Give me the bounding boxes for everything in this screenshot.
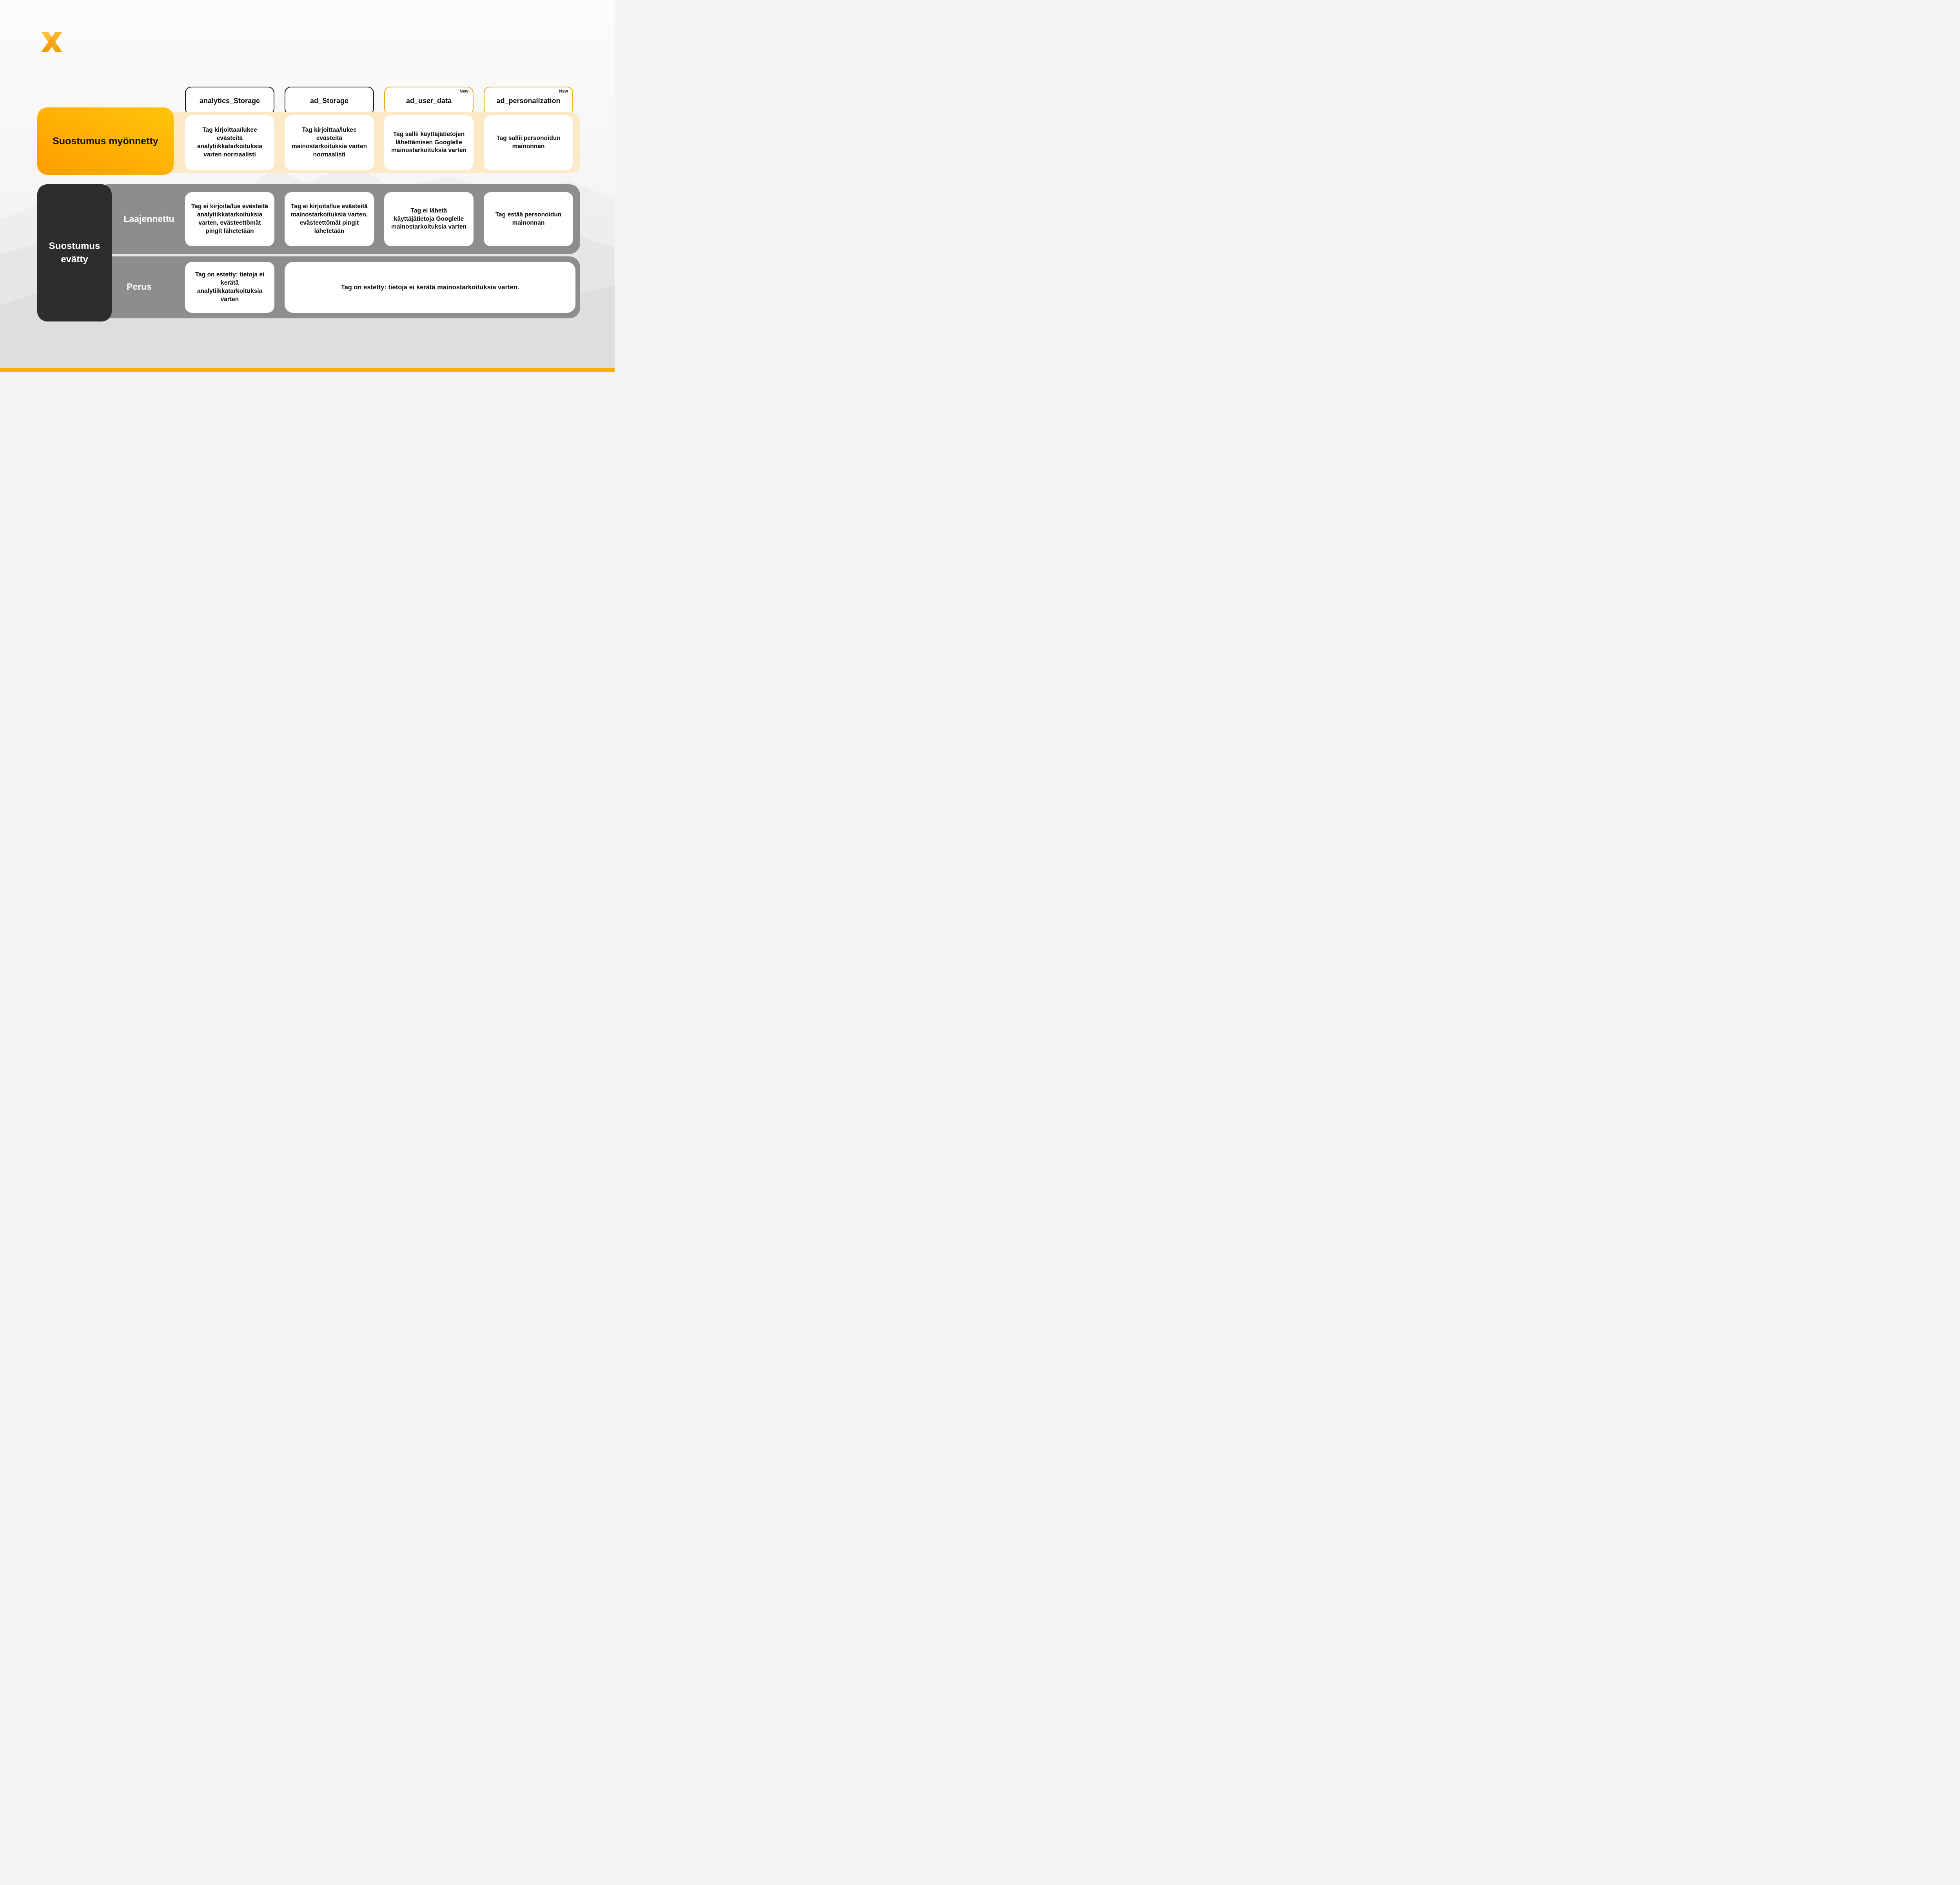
column-header-ad-user-data: New ad_user_data [384, 87, 474, 115]
column-header-ad-personalization: New ad_personalization [484, 87, 573, 115]
column-header-analytics-storage: analytics_Storage [185, 87, 274, 115]
new-badge: New [459, 89, 468, 94]
cell-advanced-ad-user-data: Tag ei lähetä käyttäjätietoja Googlelle … [384, 192, 474, 246]
consent-denied-label: Suostumus evätty [37, 184, 112, 321]
consent-mode-diagram: analytics_Storage ad_Storage New ad_user… [0, 0, 615, 372]
bottom-accent-bar [0, 368, 615, 372]
consent-granted-label: Suostumus myönnetty [37, 107, 174, 175]
advanced-row-label: Laajennettu [123, 214, 174, 224]
cell-advanced-analytics-storage: Tag ei kirjoita/lue evästeitä analytiikk… [185, 192, 274, 246]
column-header-ad-storage: ad_Storage [285, 87, 374, 115]
column-header-label: ad_user_data [406, 96, 452, 105]
cell-granted-ad-storage: Tag kirjoittaa/lukee evästeitä mainostar… [285, 115, 374, 170]
cell-basic-ads-wide: Tag on estetty: tietoja ei kerätä mainos… [285, 262, 575, 313]
cell-advanced-ad-personalization: Tag estää personoidun mainonnan [484, 192, 573, 246]
new-badge: New [559, 89, 568, 94]
column-header-label: analytics_Storage [199, 96, 260, 105]
x-logo [41, 32, 62, 52]
basic-row-label: Perus [127, 281, 152, 292]
cell-granted-analytics-storage: Tag kirjoittaa/lukee evästeitä analytiik… [185, 115, 274, 170]
column-header-label: ad_Storage [310, 96, 349, 105]
cell-basic-analytics-storage: Tag on estetty: tietoja ei kerätä analyt… [185, 262, 274, 313]
column-header-label: ad_personalization [496, 96, 561, 105]
cell-granted-ad-personalization: Tag sallii personoidun mainonnan [484, 115, 573, 170]
cell-granted-ad-user-data: Tag sallii käyttäjätietojen lähettämisen… [384, 115, 474, 170]
cell-advanced-ad-storage: Tag ei kirjoita/lue evästeitä mainostark… [285, 192, 374, 246]
